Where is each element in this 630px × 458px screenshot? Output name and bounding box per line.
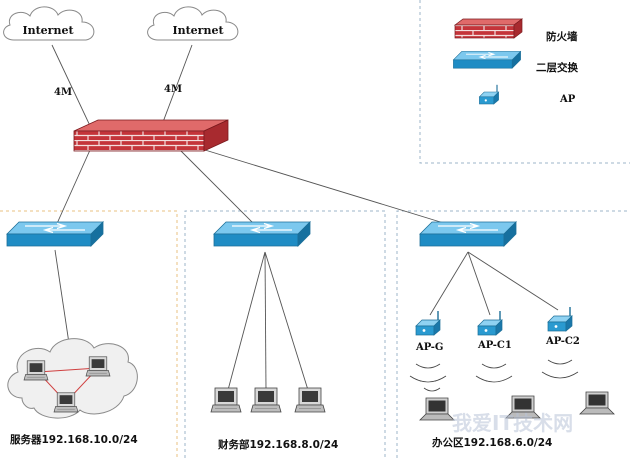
server-cloud [7,338,138,419]
link-firewall-switch-office [204,149,461,229]
link-server-switch-cloud [54,249,71,351]
zone-office-box [396,210,630,458]
legend-ap-label: AP [559,94,576,105]
ap-g [415,310,441,336]
internet-cloud-2: Internet [147,6,239,41]
ap-g-label: AP-G [415,342,443,353]
server-monitor-1 [23,360,49,381]
link-finance-pc2 [264,251,267,391]
connection-lines [51,44,559,391]
link-finance-pc1 [227,251,266,391]
link-firewall-switch-finance [179,149,259,229]
link-office-ap-c2 [467,251,559,311]
finance-pc-1 [210,387,242,413]
server-monitor-2 [85,356,111,377]
legend-ap-icon [478,84,500,105]
switch-office [419,221,517,247]
firewall-main [73,119,229,152]
ap-c2-label: AP-C2 [545,336,580,347]
link-office-ap-c1 [467,251,491,316]
zone-finance-box [184,210,386,458]
finance-pc-2 [250,387,282,413]
link-office-ap-g [429,251,469,316]
switch-finance [213,221,311,247]
bandwidth-label-2: 4M [164,84,182,95]
link-firewall-switch-server [54,149,91,229]
zone-label-office: 办公区192.168.6.0/24 [432,436,552,449]
zone-server-box [0,210,178,458]
internet-cloud-1: Internet [3,6,95,41]
link-internet2-firewall [159,44,193,131]
office-laptop-3 [579,391,615,415]
internet-label-2: Internet [172,24,224,37]
internet-label-1: Internet [22,24,74,37]
watermark-text: 我爱IT技术网 [452,411,573,435]
switch-server [6,221,104,247]
server-monitor-3 [53,392,79,413]
wireless-waves [409,359,579,392]
legend-firewall-label: 防火墙 [546,30,578,43]
legend-switch-label: 二层交换 [536,61,578,74]
ap-c2 [547,306,573,332]
legend-firewall-icon [453,18,524,39]
bandwidth-label-1: 4M [54,87,72,98]
zone-label-server: 服务器192.168.10.0/24 [10,433,138,446]
legend-switch-icon [452,50,522,69]
link-finance-pc3 [264,251,309,391]
office-laptop-1 [419,397,455,421]
ap-c1-label: AP-C1 [477,340,512,351]
link-internet1-firewall [51,44,93,131]
legend-box [419,0,630,164]
finance-pc-3 [294,387,326,413]
zone-label-finance: 财务部192.168.8.0/24 [217,438,338,451]
